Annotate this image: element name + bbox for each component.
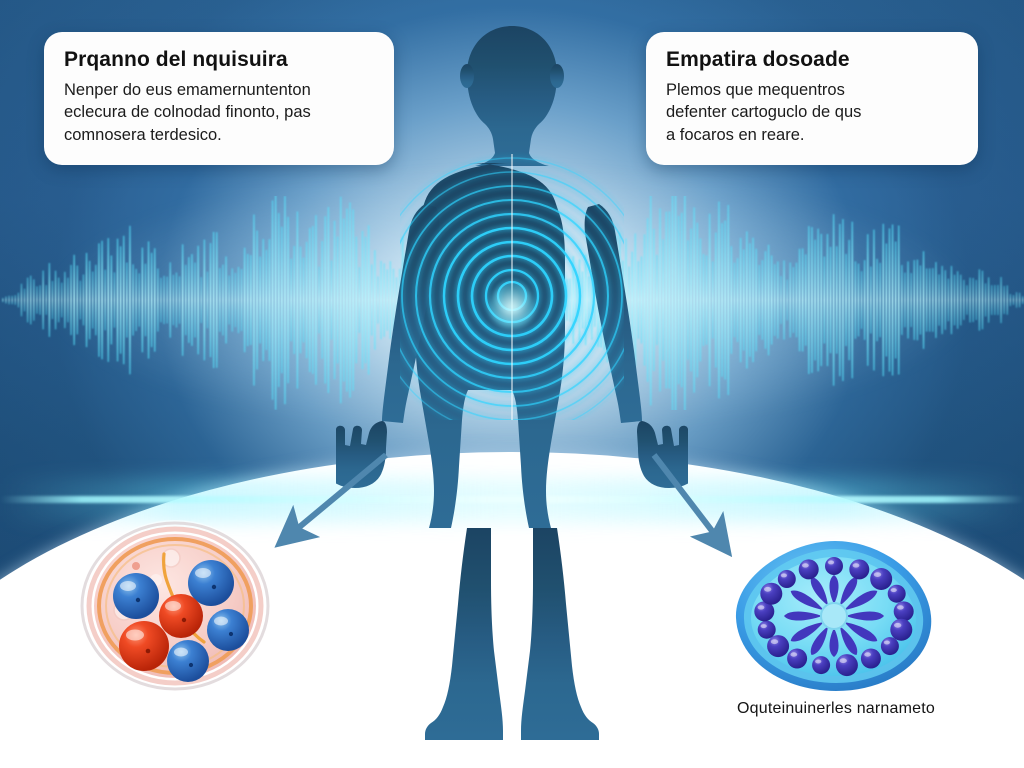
callout-left-body-line-3: comnosera terdesico. [64,126,222,145]
cell-cross-section-radial-blue [728,536,942,696]
cell-cross-section-red-blue [76,518,274,694]
callout-right-body-line-2: defenter cartoguclo de qus [666,103,862,122]
callout-right-body-line-1: Plemos que mequentros [666,80,845,99]
callout-right-body-line-3: a focaros en reare. [666,126,805,145]
callout-left[interactable]: Prqanno del nquisuira Nenper do eus emam… [44,32,394,165]
callout-right[interactable]: Empatira dosoade Plemos que mequentros d… [646,32,978,165]
right-cell-caption: Oquteinuinerles narnameto [736,700,935,717]
callout-right-title: Empatira dosoade [666,48,850,71]
resonance-core-glow [489,284,535,330]
callout-left-body: Nenper do eus emamernuntenton eclecura d… [64,79,374,147]
callout-left-body-line-1: Nenper do eus emamernuntenton [64,80,311,99]
callout-right-body: Plemos que mequentros defenter cartogucl… [666,79,958,147]
callout-left-title: Prqanno del nquisuira [64,48,288,71]
callout-left-body-line-2: eclecura de colnodad finonto, pas [64,103,311,122]
